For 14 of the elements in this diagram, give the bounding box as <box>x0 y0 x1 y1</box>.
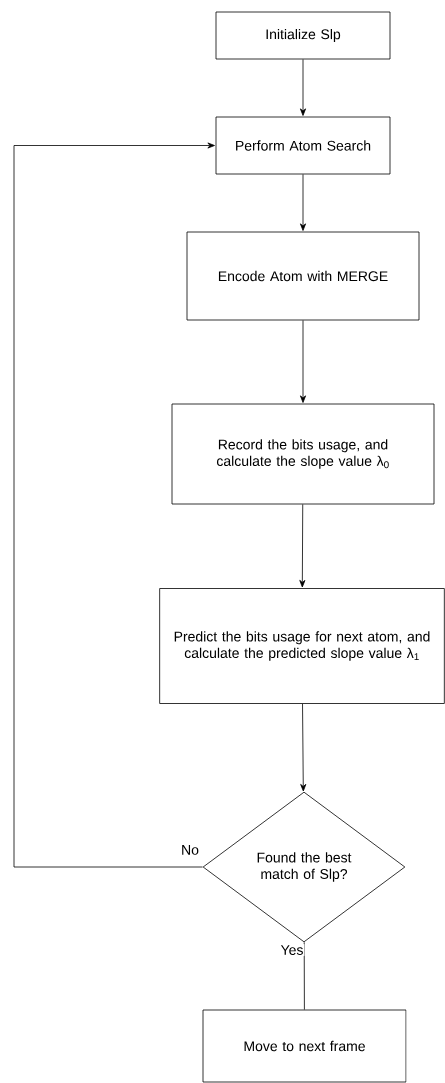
edge-label: No <box>180 844 200 856</box>
process-box: Encode Atom with MERGE <box>186 231 420 321</box>
process-box: Perform Atom Search <box>215 116 391 175</box>
arrow <box>13 142 215 868</box>
process-box: Predict the bits usage for next atom, and calculate the predicted slope value λ$_{1}$ <box>159 588 445 704</box>
process-box: Initialize Slp <box>215 11 391 60</box>
arrow <box>300 174 306 231</box>
arrow <box>300 320 306 403</box>
arrow <box>300 703 307 792</box>
arrow <box>300 59 306 116</box>
process-box: Move to next frame <box>202 1009 407 1083</box>
arrow <box>299 504 306 588</box>
edge-label: Yes <box>279 944 305 956</box>
process-box: Record the bits usage, and calculate the slope value λ$_{0}$ <box>171 403 435 505</box>
